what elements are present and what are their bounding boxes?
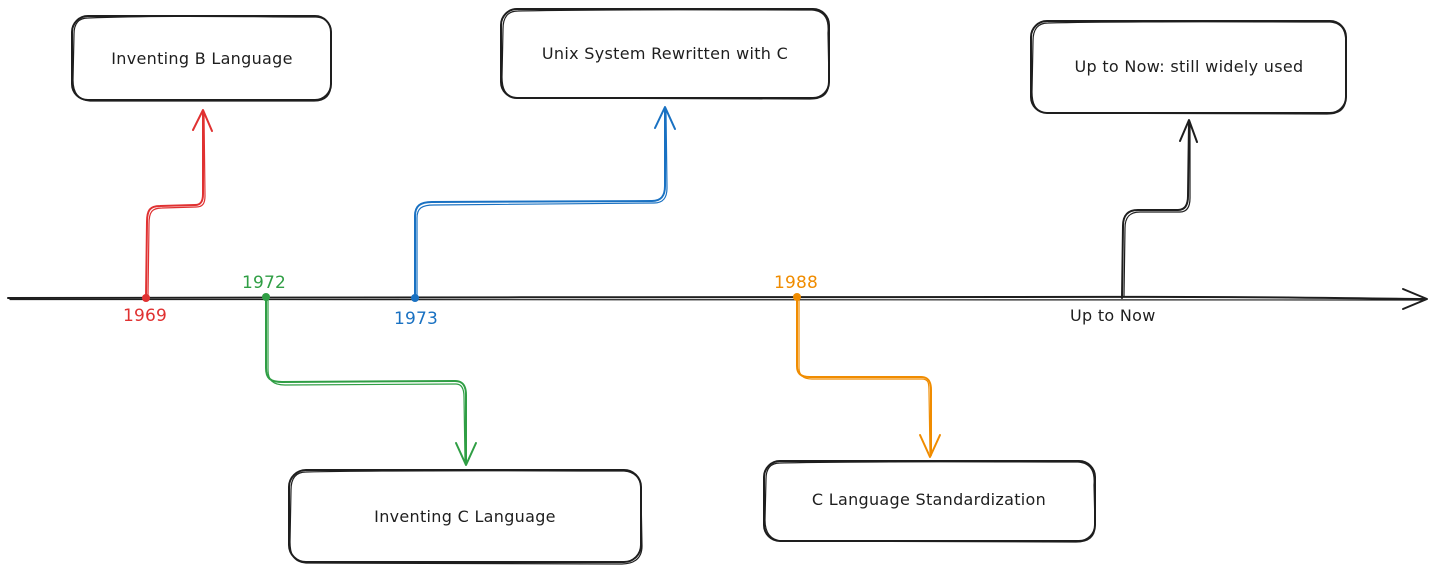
dot-1969 xyxy=(142,294,150,302)
axis-end-label: Up to Now xyxy=(1070,306,1156,325)
timeline-axis xyxy=(7,288,1428,310)
connector-1969 xyxy=(145,111,204,299)
event-box-label-1973: Unix System Rewritten with C xyxy=(542,44,788,63)
arrowhead-up-to-now xyxy=(1179,119,1198,143)
arrowhead-1972 xyxy=(455,442,477,466)
arrowhead-1973 xyxy=(654,106,676,130)
event-1972: 1972 Inventing C Language xyxy=(242,273,643,565)
event-1969: 1969 Inventing B Language xyxy=(71,15,332,326)
connector-1973 xyxy=(414,109,666,299)
dot-1972 xyxy=(262,293,270,301)
dot-1988 xyxy=(793,293,801,301)
dot-1973 xyxy=(411,294,419,302)
year-label-1972: 1972 xyxy=(242,273,286,293)
event-1973: 1973 Unix System Rewritten with C xyxy=(394,8,830,329)
event-box-label-up-to-now: Up to Now: still widely used xyxy=(1075,57,1304,76)
event-box-label-1969: Inventing B Language xyxy=(111,49,292,68)
axis-arrowhead xyxy=(1402,288,1428,310)
year-label-1988: 1988 xyxy=(774,273,818,293)
connector-1972 xyxy=(265,297,467,463)
year-label-1969: 1969 xyxy=(123,306,167,326)
event-box-label-1988: C Language Standardization xyxy=(812,490,1046,509)
year-label-1973: 1973 xyxy=(394,309,438,329)
arrowhead-1969 xyxy=(192,109,213,132)
event-box-label-1972: Inventing C Language xyxy=(374,507,556,526)
arrowhead-1988 xyxy=(919,434,941,458)
event-1988: 1988 C Language Standardization xyxy=(763,273,1096,543)
event-up-to-now: Up to Now: still widely used xyxy=(1030,20,1347,299)
connector-1988 xyxy=(796,297,932,456)
connector-up-to-now xyxy=(1121,121,1190,299)
